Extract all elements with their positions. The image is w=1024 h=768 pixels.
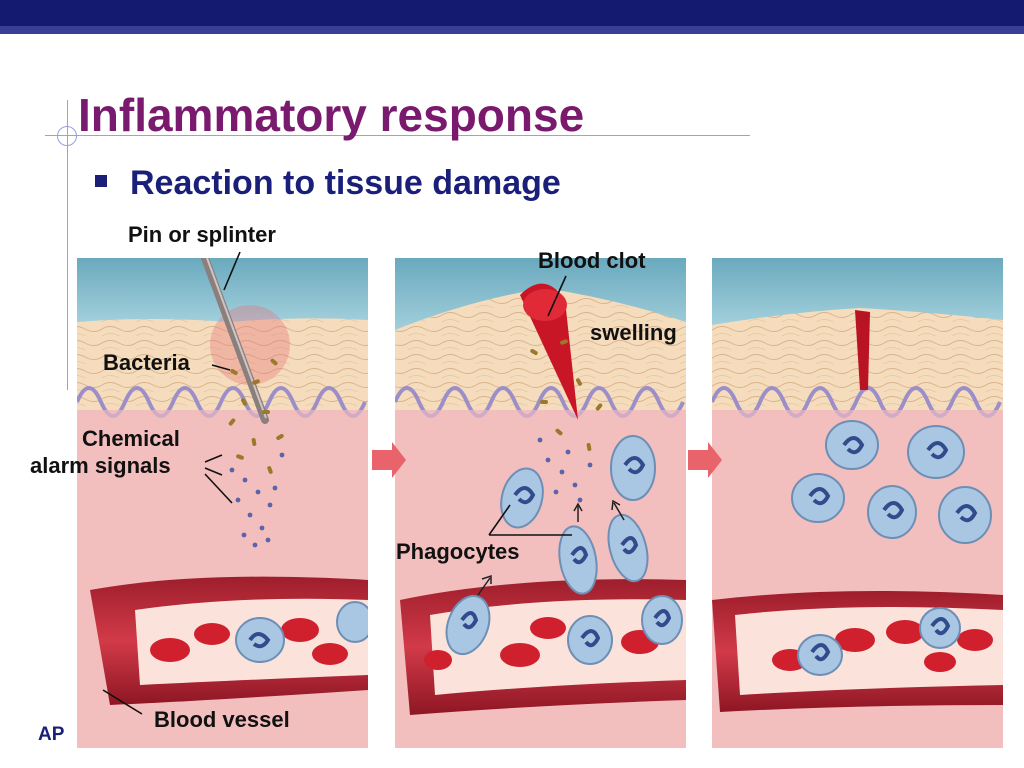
slide-subtitle: Reaction to tissue damage [130,164,561,202]
label-blood-vessel: Blood vessel [154,707,290,732]
label-chemical: Chemical [82,426,180,451]
decor-vertical-line [67,100,68,390]
decor-crosshair-circle [57,126,77,146]
header-bar [0,0,1024,26]
slide-title: Inflammatory response [78,89,585,141]
panel-arrow-1-icon [372,442,406,478]
label-bacteria: Bacteria [103,350,190,375]
bullet-square-icon [95,175,107,187]
header-bar-accent [0,26,1024,34]
ap-logo: AP [38,724,65,745]
label-swelling: swelling [590,320,677,345]
label-phagocytes: Phagocytes [396,539,520,564]
panel-arrow-2-icon [688,442,722,478]
panel-2-response [395,258,686,748]
panel-3-healing [712,258,1003,748]
label-alarm-signals: alarm signals [30,453,171,478]
label-pin-or-splinter: Pin or splinter [128,222,276,247]
panel-1-injury [77,258,368,748]
decor-horizontal-line [45,135,750,136]
label-blood-clot: Blood clot [538,248,646,273]
